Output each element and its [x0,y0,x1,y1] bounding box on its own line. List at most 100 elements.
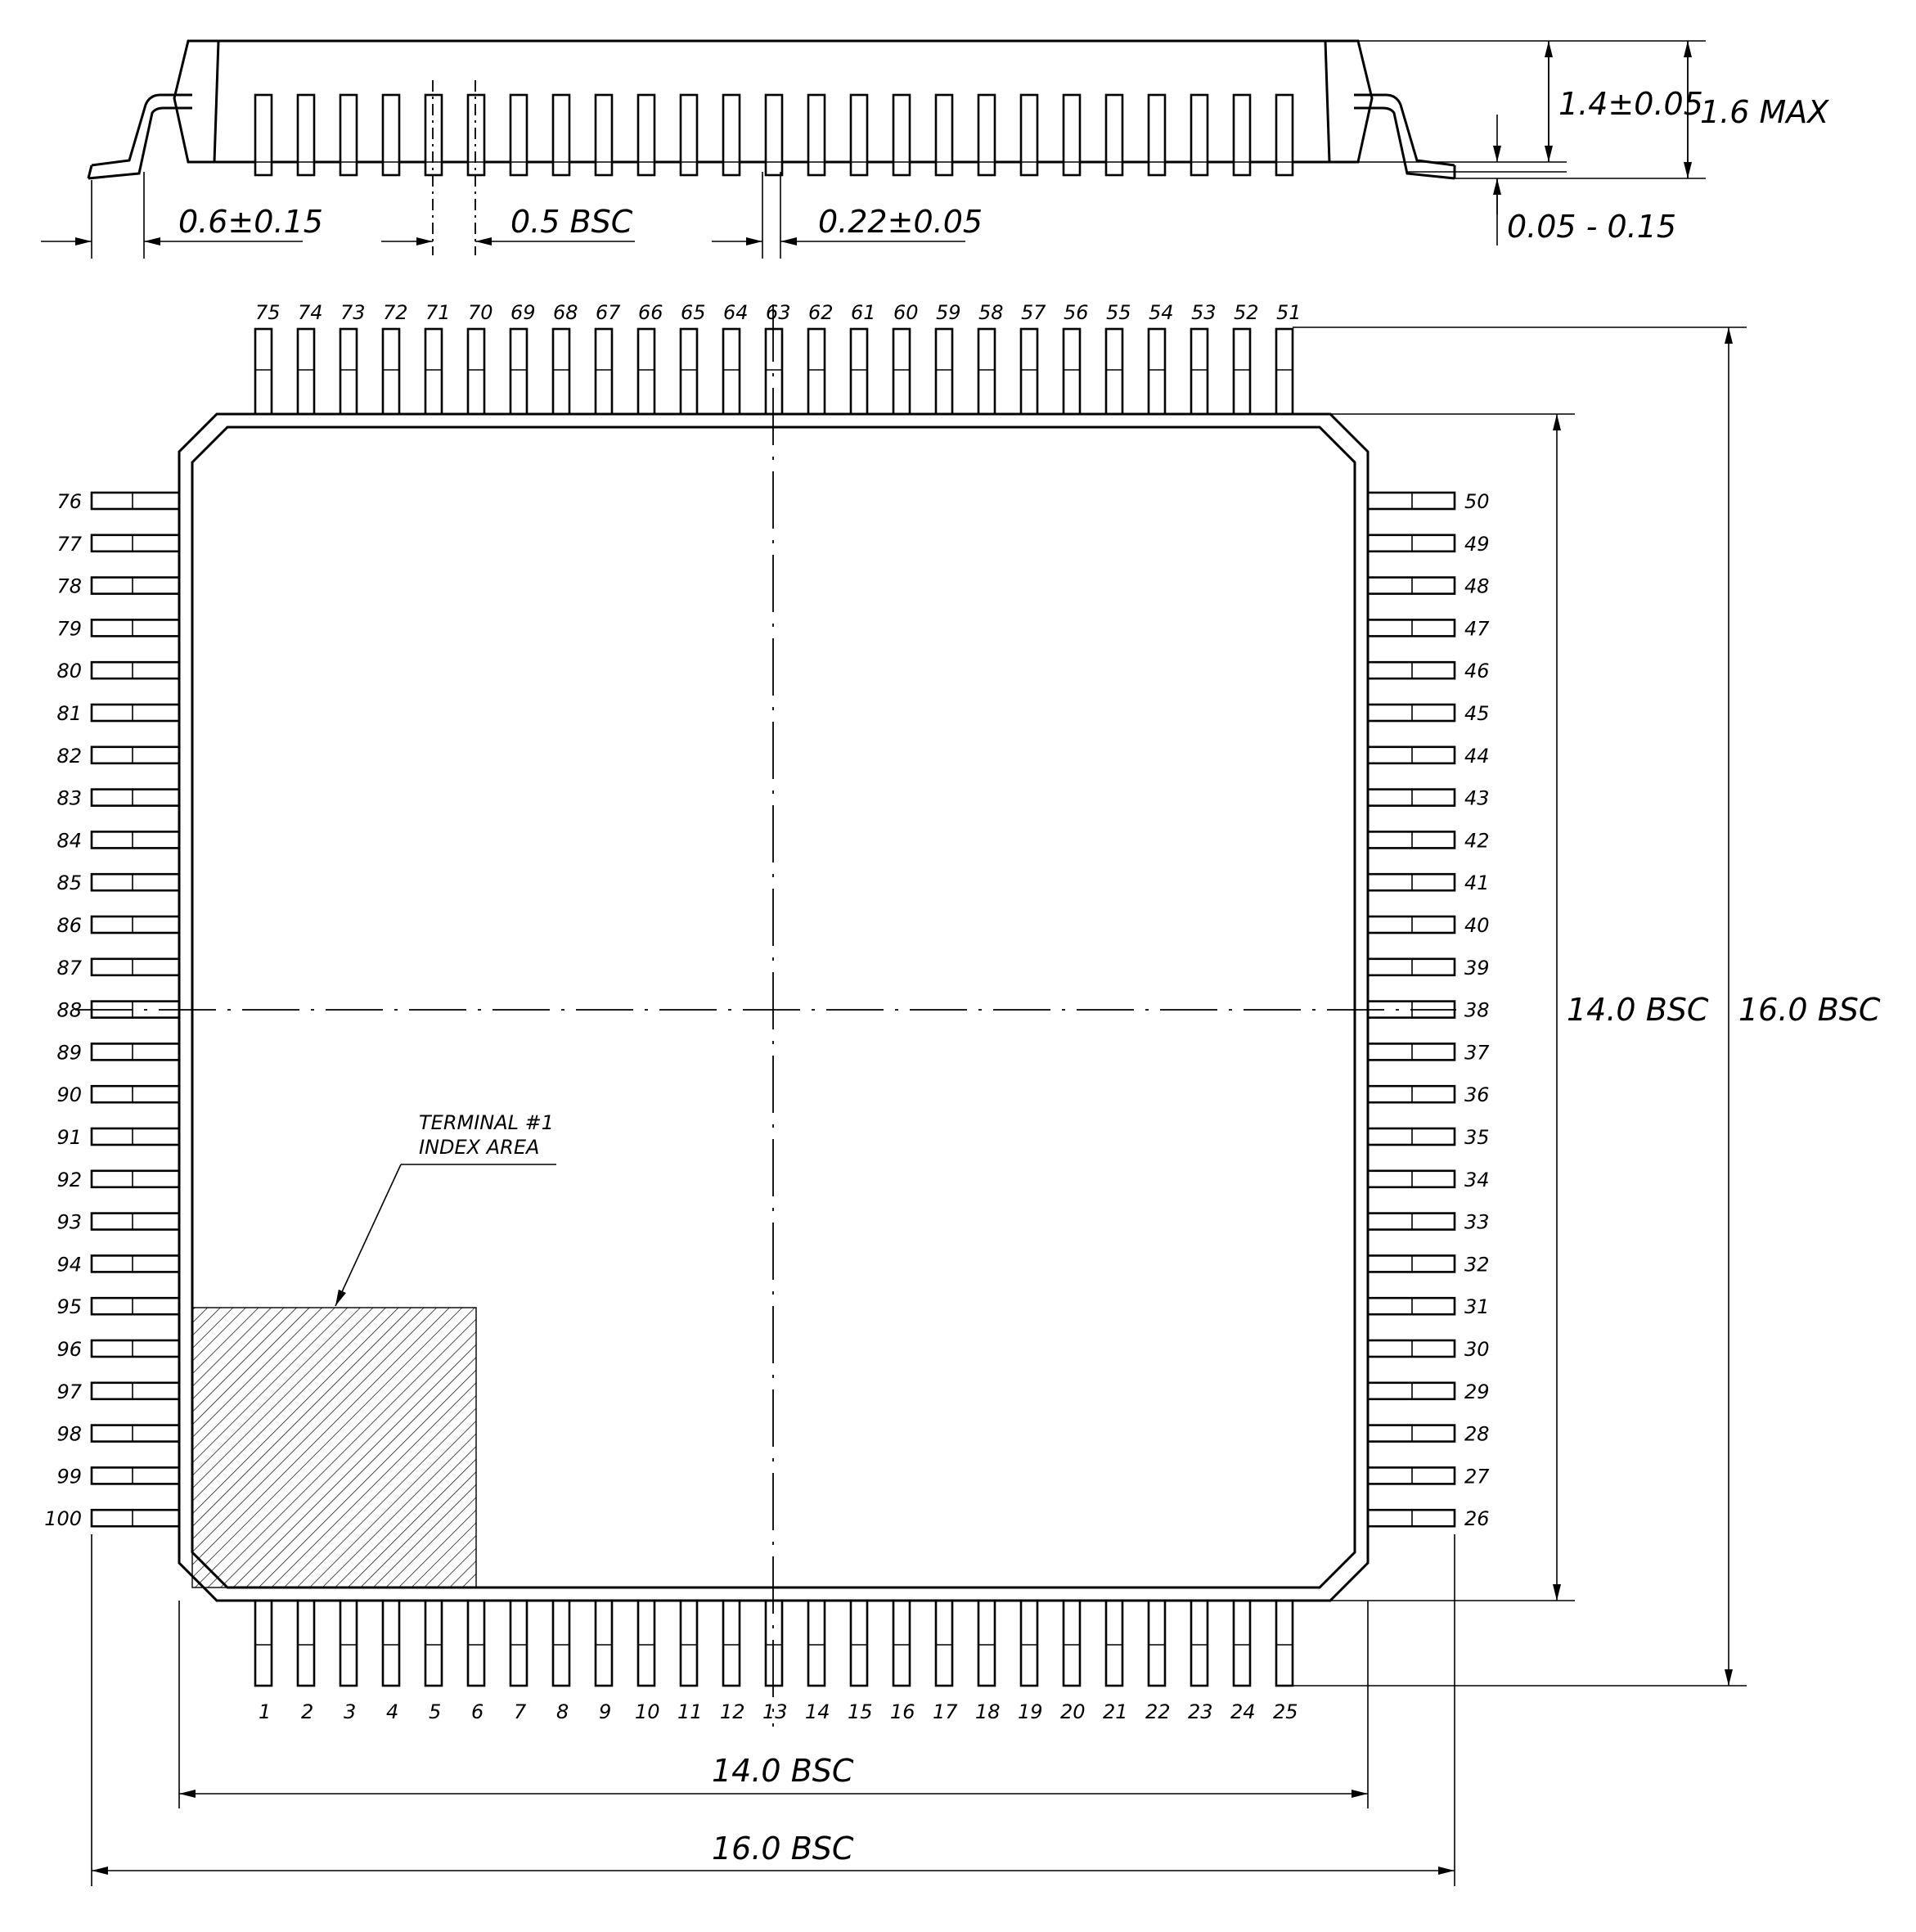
pin-label: 23 [1188,1700,1213,1723]
pin-label: 21 [1103,1700,1128,1723]
span-width-dimension: 16.0 BSC [712,1831,854,1867]
pin-label: 58 [978,301,1004,324]
pin-label: 52 [1234,301,1259,324]
pin-23: 23 [1188,1599,1213,1723]
pin-label: 22 [1145,1700,1171,1723]
pin-label: 15 [848,1700,873,1723]
pin-label: 6 [471,1700,483,1723]
pin-label: 61 [851,301,876,324]
pin-label: 80 [56,660,82,682]
pin-label: 39 [1464,957,1490,980]
pin-label: 35 [1464,1126,1490,1149]
span-height-dimension: 16.0 BSC [1738,992,1881,1028]
pin-38: 38 [1366,999,1490,1022]
pin-15: 15 [848,1599,873,1723]
pin-label: 71 [425,301,451,324]
pin-64: 64 [722,301,749,416]
pin-label: 36 [1464,1083,1490,1106]
pin-37: 37 [1366,1041,1490,1064]
pin-label: 67 [596,301,621,324]
pin-label: 16 [890,1700,915,1723]
pin-25: 25 [1273,1599,1298,1723]
pin-2: 2 [296,1599,316,1723]
pin-31: 31 [1366,1295,1490,1318]
pin-label: 50 [1464,490,1490,513]
pin-label: 10 [635,1700,660,1723]
pin-label: 93 [56,1211,82,1234]
pin-14: 14 [805,1599,830,1723]
pin-label: 54 [1149,301,1174,324]
pin-8: 8 [551,1599,571,1723]
pin-label: 90 [56,1083,82,1106]
pin-label: 92 [56,1169,82,1191]
pin-label: 46 [1464,660,1490,682]
side-left-lead [91,93,192,167]
pin-62: 62 [807,301,834,416]
pin-98: 98 [56,1423,181,1446]
terminal-1-index-area [191,1307,477,1588]
pin-58: 58 [977,301,1004,416]
pin-63: 63 [764,301,791,416]
side-right-lead [1354,93,1455,167]
side-lead-foot [339,93,358,177]
pin-26: 26 [1366,1507,1490,1530]
pin-label: 20 [1060,1700,1086,1723]
pin-30: 30 [1366,1338,1490,1361]
pin-92: 92 [56,1169,181,1191]
pin-label: 74 [298,301,323,324]
pin-label: 48 [1464,575,1490,598]
pin-54: 54 [1147,301,1174,416]
side-lead-foot [1190,93,1209,177]
pin-label: 95 [56,1295,82,1318]
pin-99: 99 [56,1465,181,1488]
pin-90: 90 [56,1083,181,1106]
lead-width-dimension: 0.22±0.05 [818,204,983,240]
side-lead-foot [1019,93,1039,177]
pin-50: 50 [1366,490,1490,513]
pin-label: 29 [1464,1380,1490,1403]
pin-24: 24 [1230,1599,1256,1723]
pin-60: 60 [892,301,919,416]
pin-21: 21 [1103,1599,1128,1723]
pin-label: 14 [805,1700,830,1723]
pin-74: 74 [296,301,323,416]
pin-75: 75 [254,301,281,416]
pin-label: 34 [1464,1169,1490,1191]
side-lead-foot [807,93,826,177]
pin-label: 66 [638,301,663,324]
pin-label: 12 [720,1700,745,1723]
side-lead-foot [466,93,486,177]
pin-12: 12 [720,1599,745,1723]
pin-label: 59 [936,301,961,324]
standoff-dimension: 0.05 - 0.15 [1507,209,1676,245]
pin-label: 96 [56,1338,82,1361]
pin-label: 82 [56,745,82,768]
pin-label: 83 [56,787,82,810]
pin-19: 19 [1018,1599,1043,1723]
pin-1: 1 [254,1599,273,1723]
side-lead-foot [381,93,401,177]
pin-label: 31 [1464,1295,1490,1318]
pin-46: 46 [1366,660,1490,682]
pin-label: 100 [44,1507,82,1530]
pin-label: 63 [766,301,791,324]
pin-label: 44 [1464,745,1490,768]
pin-41: 41 [1366,871,1490,894]
pin-label: 42 [1464,829,1490,852]
pin-label: 81 [56,702,82,725]
max-height-dimension: 1.6 MAX [1700,94,1829,130]
pin-7: 7 [509,1599,528,1723]
pin-label: 27 [1464,1465,1490,1488]
pin-77: 77 [56,533,181,556]
pin-label: 77 [56,533,82,556]
top-pin-row: 5152535455565758596061626364656667686970… [254,301,1302,416]
pin-label: 11 [677,1700,703,1723]
pin-label: 38 [1464,999,1490,1022]
pin-83: 83 [56,787,181,810]
pin-36: 36 [1366,1083,1490,1106]
pin-80: 80 [56,660,181,682]
pin-67: 67 [594,301,621,416]
pin-72: 72 [381,301,408,416]
body-height-dimension-top: 14.0 BSC [1567,992,1709,1028]
